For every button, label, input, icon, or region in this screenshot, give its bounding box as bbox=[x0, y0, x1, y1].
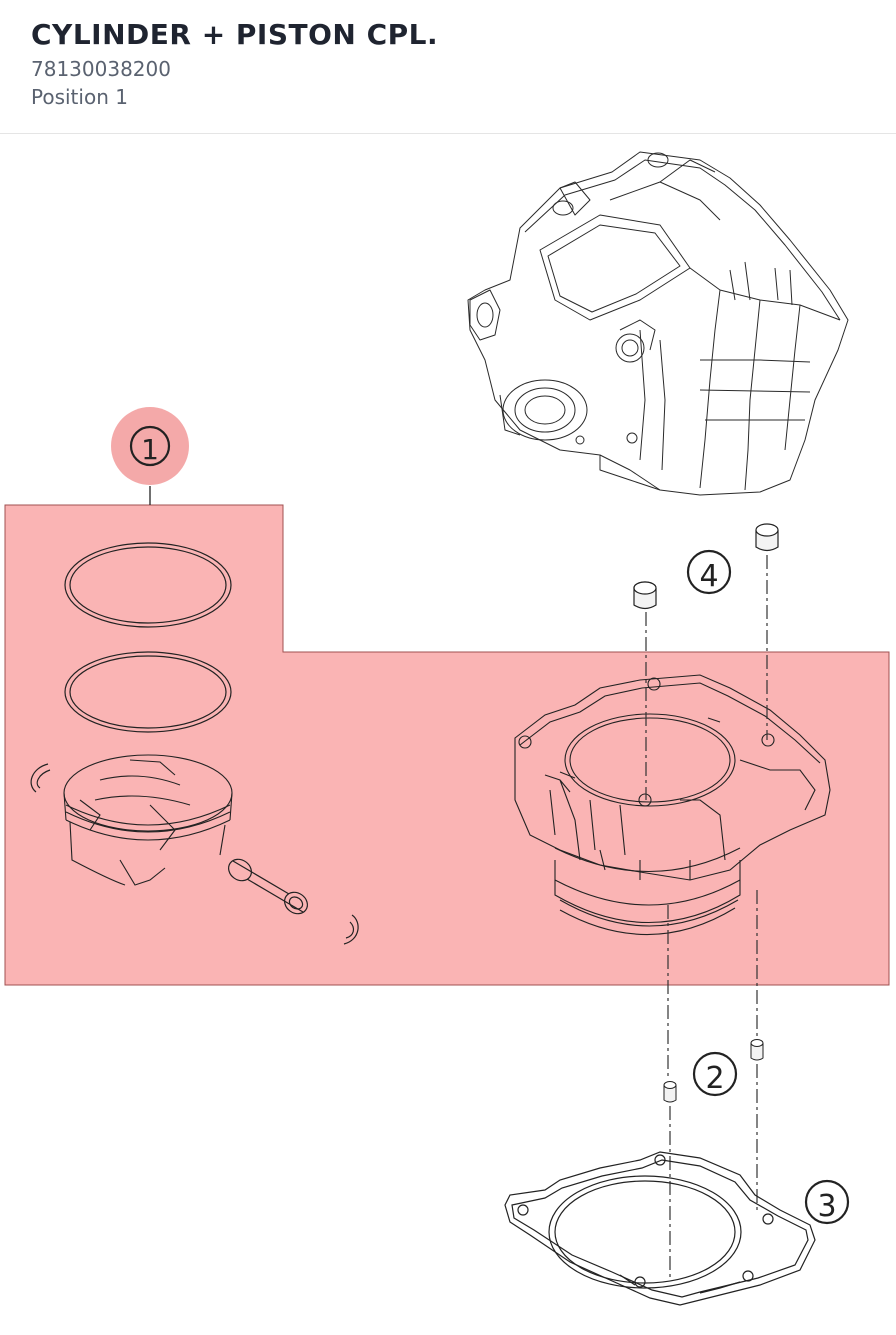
circlip-left bbox=[30, 763, 51, 793]
callout-3[interactable]: 3 bbox=[804, 1179, 850, 1225]
dowel-pin-lower-right bbox=[750, 1039, 764, 1061]
callout-1-label: 1 bbox=[141, 433, 159, 466]
exploded-diagram: 1 bbox=[0, 135, 896, 1335]
circlip-right bbox=[343, 914, 359, 945]
dowel-pin-top-left bbox=[633, 581, 657, 610]
piston-drawing bbox=[63, 754, 233, 886]
part-title: CYLINDER + PISTON CPL. bbox=[31, 18, 439, 51]
part-position: Position 1 bbox=[31, 85, 128, 109]
dowel-pin-lower-left bbox=[663, 1081, 677, 1103]
diagram-canvas: 1 bbox=[4, 151, 890, 1306]
callout-4-label: 4 bbox=[699, 559, 718, 594]
callout-3-label: 3 bbox=[817, 1189, 836, 1224]
part-1-highlight-region[interactable] bbox=[4, 504, 890, 986]
dowel-pin-top-right bbox=[755, 523, 779, 552]
piston-pin bbox=[228, 858, 308, 915]
piston-ring-second bbox=[64, 651, 232, 733]
part-header: CYLINDER + PISTON CPL. 78130038200 Posit… bbox=[0, 0, 896, 134]
callout-1[interactable]: 1 bbox=[111, 407, 189, 505]
part-number: 78130038200 bbox=[31, 57, 171, 81]
callout-4[interactable]: 4 bbox=[686, 549, 732, 595]
piston-ring-top bbox=[64, 542, 232, 628]
callout-2-label: 2 bbox=[705, 1061, 724, 1096]
callout-2[interactable]: 2 bbox=[692, 1051, 738, 1097]
cylinder-base-gasket bbox=[504, 1151, 816, 1306]
cylinder-drawing bbox=[514, 674, 831, 936]
assembly-center-lines bbox=[645, 555, 768, 1280]
cylinder-head-drawing bbox=[467, 151, 849, 496]
